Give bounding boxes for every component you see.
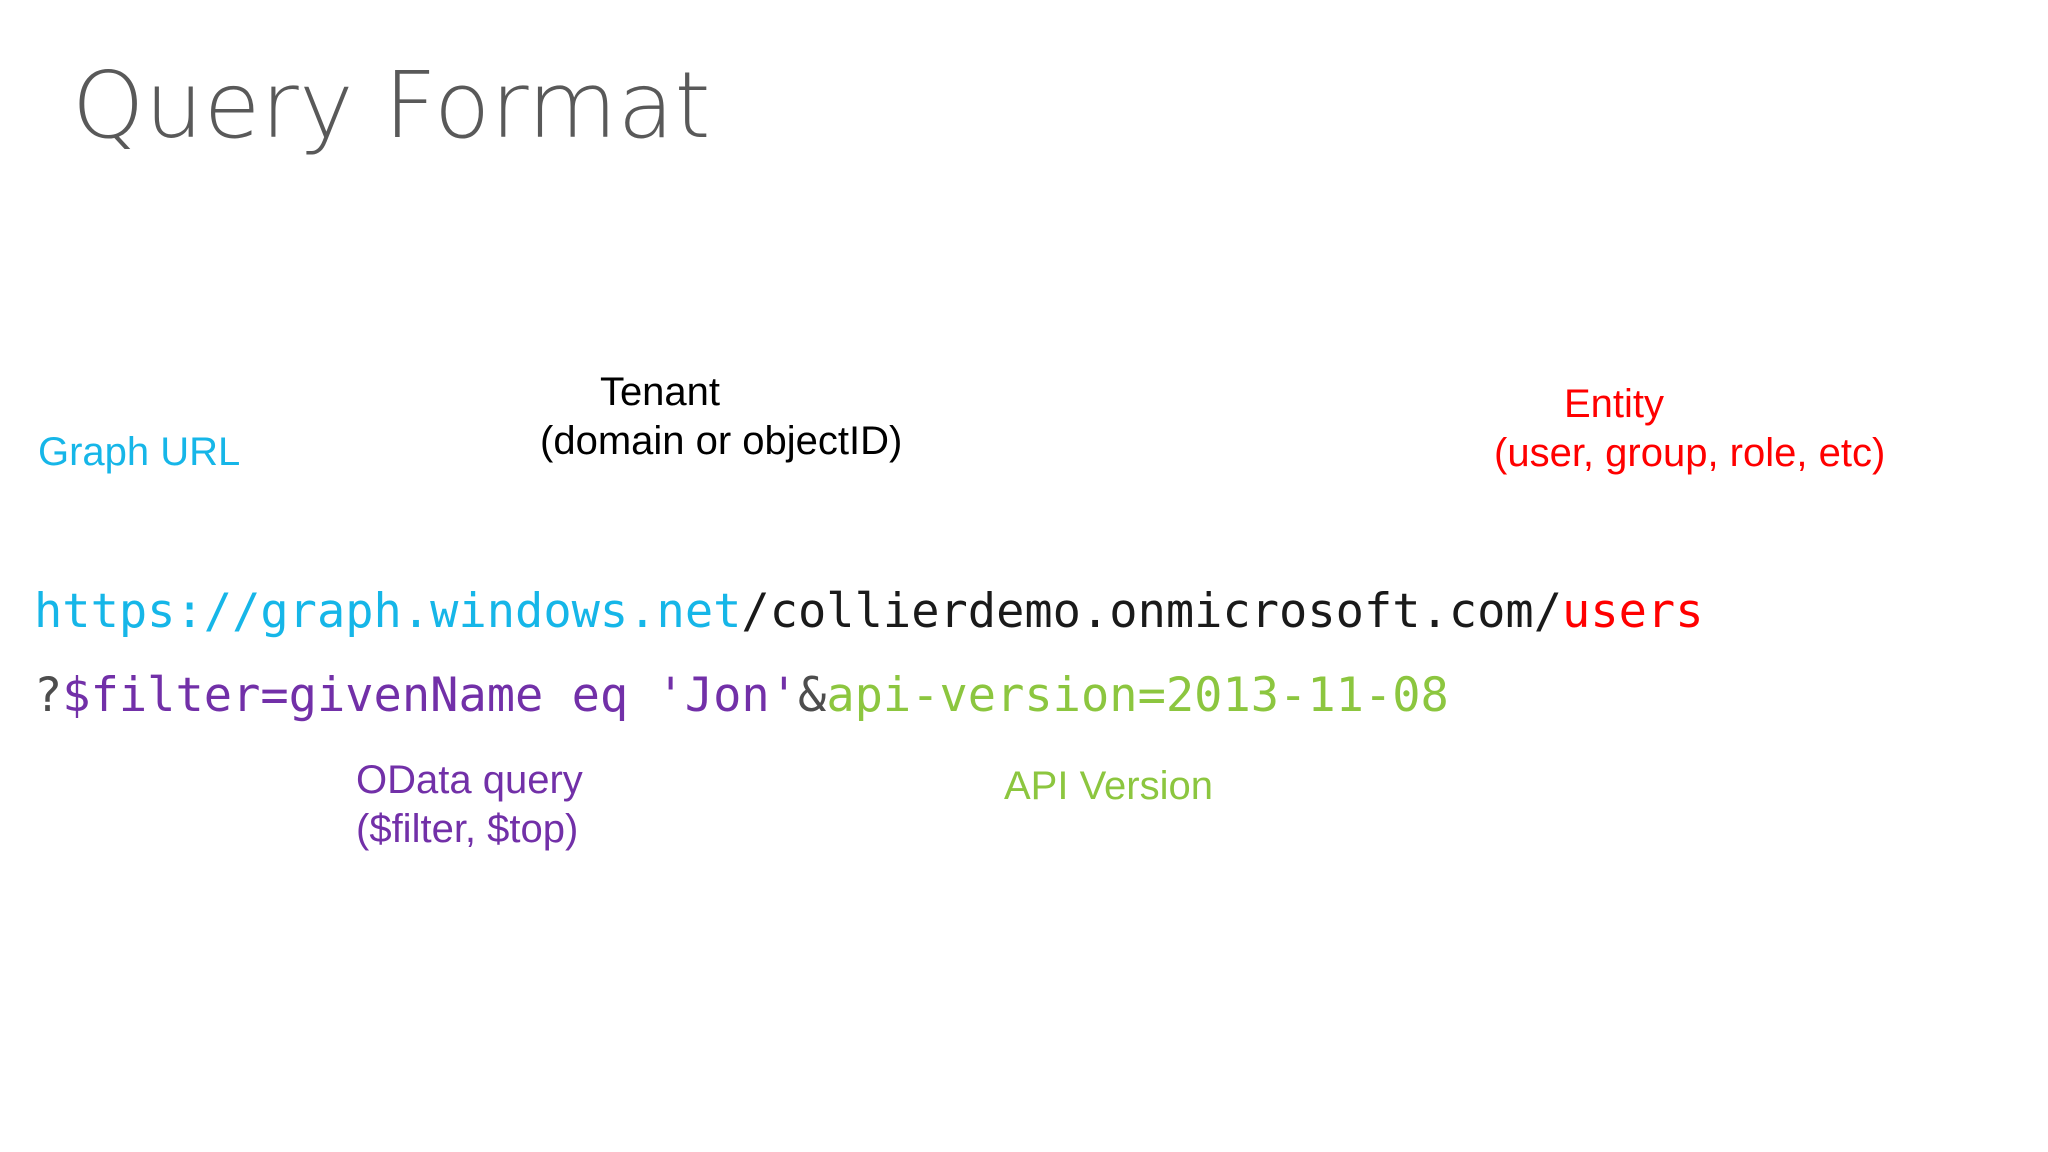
callout-api-version-line-1: API Version <box>1004 764 1214 808</box>
url-scheme-host: https://graph.windows.net <box>34 584 742 639</box>
callout-graph-url-line-1: Graph URL <box>38 430 241 474</box>
url-entity: users <box>1562 584 1704 639</box>
query-url-block: https://graph.windows.net/collierdemo.on… <box>34 570 1704 738</box>
url-ampersand: & <box>798 668 827 723</box>
url-question-mark: ? <box>34 668 63 723</box>
callout-odata-query-line-1: OData query <box>356 758 583 802</box>
url-separator-1: / <box>741 584 770 639</box>
url-api-version: api-version=2013-11-08 <box>826 668 1449 723</box>
url-separator-2: / <box>1533 584 1563 639</box>
callout-tenant-line-1: Tenant <box>599 370 721 414</box>
callout-odata-query: OData query ($filter, $top) <box>356 756 583 854</box>
query-url-line-2: ?$filter=givenName eq 'Jon'&api-version=… <box>34 654 1704 738</box>
callout-tenant: Tenant (domain or objectID) <box>540 368 903 466</box>
page-title: Query Format <box>72 52 712 159</box>
url-tenant: collierdemo.onmicrosoft.com <box>769 584 1534 639</box>
callout-graph-url: Graph URL <box>38 428 240 477</box>
callout-entity: Entity (user, group, role, etc) <box>1494 380 1886 478</box>
callout-entity-line-1: Entity <box>1563 382 1665 426</box>
query-url-line-1: https://graph.windows.net/collierdemo.on… <box>34 570 1704 654</box>
url-odata-filter: $filter=givenName eq 'Jon' <box>62 668 799 723</box>
callout-api-version: API Version <box>1004 762 1213 811</box>
callout-tenant-line-2: (domain or objectID) <box>540 418 903 463</box>
callout-entity-line-2: (user, group, role, etc) <box>1494 430 1886 475</box>
callout-odata-query-line-2: ($filter, $top) <box>356 806 579 851</box>
